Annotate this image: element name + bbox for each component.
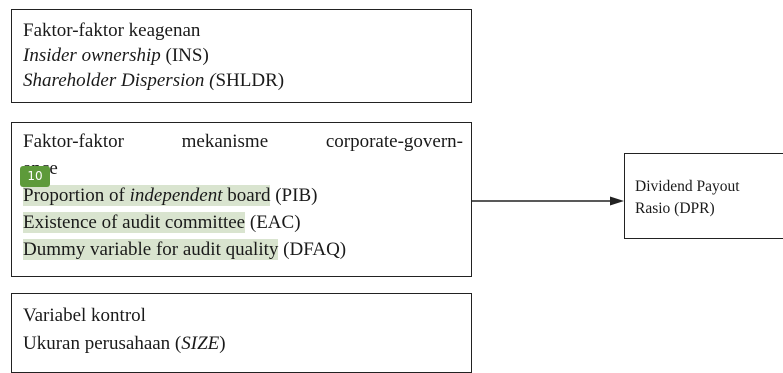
dfaq-item: Dummy variable for audit quality (DFAQ) xyxy=(23,236,471,263)
pib-code: (PIB) xyxy=(270,185,318,206)
annotation-badge[interactable]: 10 xyxy=(20,166,50,187)
size-label-em: SIZE xyxy=(181,333,220,354)
pib-label-pre: Proportion of xyxy=(23,185,130,206)
control-variable-title: Variabel kontrol xyxy=(23,305,146,326)
pib-label-post: board xyxy=(222,185,271,206)
arrow-to-dpr-icon xyxy=(472,196,624,206)
governance-title-line1: Faktor-faktor mekanisme corporate-govern… xyxy=(23,131,463,152)
insider-ownership-label: Insider ownership xyxy=(23,45,161,66)
control-variable-box: Variabel kontrol Ukuran perusahaan (SIZE… xyxy=(11,293,472,373)
pib-label-em: independent xyxy=(129,185,223,206)
dfaq-code: (DFAQ) xyxy=(278,239,347,260)
dpr-line1: Dividend Payout xyxy=(635,178,740,195)
eac-label: Existence of audit committee xyxy=(23,212,246,233)
size-label-post: ) xyxy=(219,333,226,354)
dfaq-label: Dummy variable for audit quality xyxy=(23,239,279,260)
shareholder-dispersion-label: Shareholder Dispersion ( xyxy=(23,70,216,91)
size-item: Ukuran perusahaan (SIZE) xyxy=(23,330,471,358)
governance-factors-box: Faktor-faktor mekanisme corporate-govern… xyxy=(11,122,472,277)
pib-item: Proportion of independent board (PIB) xyxy=(23,182,471,209)
shareholder-dispersion-code: SHLDR) xyxy=(215,70,285,91)
shareholder-dispersion-item: Shareholder Dispersion (SHLDR) xyxy=(23,68,471,93)
agency-factors-title: Faktor-faktor keagenan xyxy=(23,20,201,41)
dpr-line2: Rasio (DPR) xyxy=(635,200,715,217)
agency-factors-box: Faktor-faktor keagenan Insider ownership… xyxy=(11,9,472,103)
insider-ownership-item: Insider ownership (INS) xyxy=(23,43,471,68)
size-label-pre: Ukuran perusahaan ( xyxy=(23,333,182,354)
eac-code: (EAC) xyxy=(245,212,301,233)
insider-ownership-code: (INS) xyxy=(160,45,209,66)
dpr-box: Dividend Payout Rasio (DPR) xyxy=(624,153,783,239)
eac-item: Existence of audit committee (EAC) xyxy=(23,209,471,236)
governance-title-line2: ance xyxy=(23,155,471,182)
pib-highlight: Proportion of independent board xyxy=(23,185,271,206)
